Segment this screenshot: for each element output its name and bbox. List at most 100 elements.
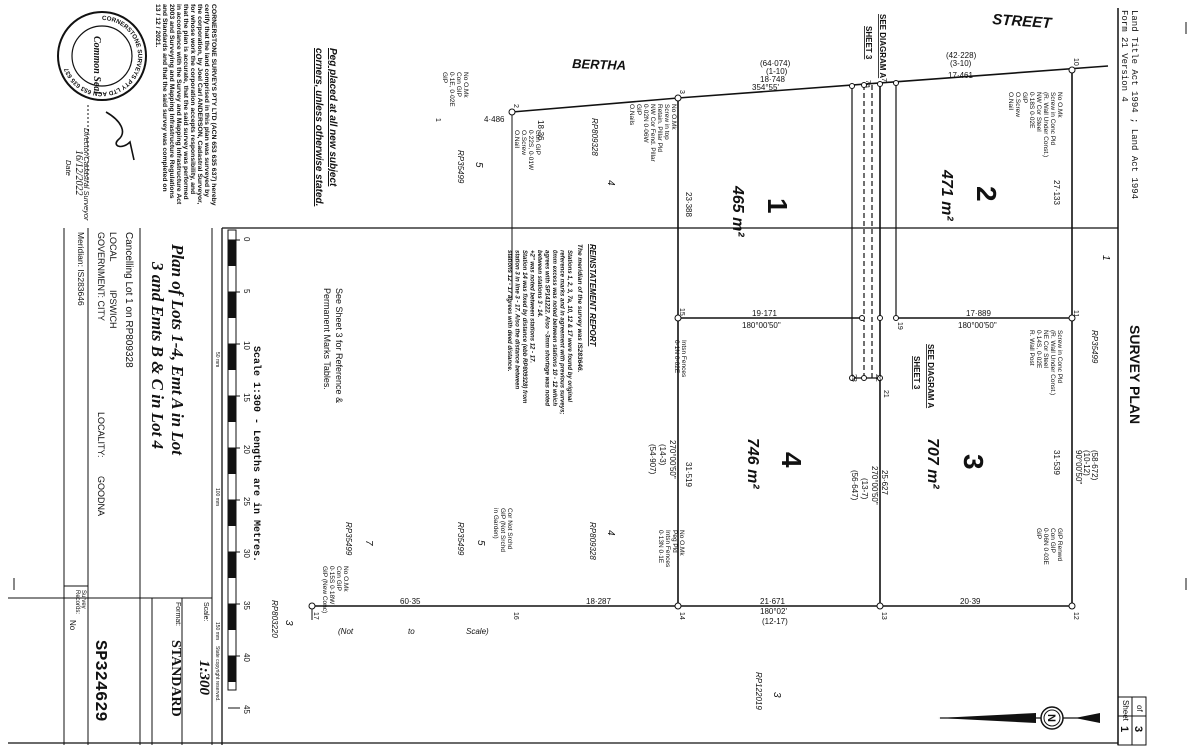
- dim-13-7: (13-7): [860, 478, 869, 500]
- mark-text-station-17: GIP (New Conc): [321, 566, 328, 613]
- plan-number: SP324629: [90, 640, 109, 722]
- bearing-top: 354°55': [752, 83, 779, 92]
- dim-6035: 60·35: [400, 597, 421, 606]
- lot-4-number: 4: [776, 452, 807, 468]
- title-block: Scale 1:300 - Lengths are in Metres. 0 5 1…: [8, 227, 1118, 745]
- scale-segment: [228, 240, 236, 266]
- ref-rp35499-low: RP35499: [344, 522, 353, 556]
- dim-12-17: (12-17): [762, 617, 788, 626]
- mark-text-station-2: 0·22S, 0·01W: [527, 130, 534, 171]
- ref-rp35499-top: RP35499: [1090, 330, 1099, 364]
- certificate-date: 16/12/2022: [73, 150, 84, 196]
- mark-text-station-16: Cor Not Srchd: [506, 508, 513, 550]
- scale-tick-label: 15: [242, 393, 251, 402]
- mark-text-station-10: GIP: [1021, 92, 1028, 103]
- report-line: Stations 1, 2, 3, 7a, 10, 12 & 17 were f…: [566, 250, 572, 402]
- border-ticks: [13, 22, 1187, 590]
- bearing-17889: 180°00'50": [958, 321, 997, 330]
- certificate-line: and Standards and that the said survey w…: [161, 4, 168, 192]
- mark-text-station-10: O.Nail: [1007, 92, 1014, 111]
- mm-150: 150 mm: [214, 622, 220, 640]
- plan-title-line-2: 3 and Emts B & C in Lot 4: [148, 261, 167, 449]
- see-sheet-note-2: Permanent Marks Tables.: [322, 288, 332, 390]
- sheet3-mid: SHEET 3: [912, 356, 921, 390]
- scale-tick-label: 20: [242, 445, 251, 454]
- ref-num1-top: 1: [1100, 255, 1111, 261]
- certificate-line: certify that the land comprised in this …: [203, 4, 210, 197]
- mark-text-station-12: GIP: [1035, 528, 1042, 539]
- peg-note-1: Peg placed at all new subject: [327, 48, 338, 187]
- station-label: 22: [874, 374, 881, 382]
- dim-58672: (58·672): [1090, 450, 1099, 481]
- certificate-line: for whose work the corporation accepts r…: [189, 4, 196, 194]
- mark-text-station-1: Con GIP: [455, 72, 462, 97]
- surveyor-role: Director/Cadastral Surveyor: [82, 128, 91, 221]
- station-label: 17: [312, 612, 319, 620]
- sheet-total: 3: [1132, 726, 1144, 732]
- mark-text-station-10: Screw in Conc Pld: [1049, 92, 1056, 145]
- mark-text-station-15: Intsn Fences: [680, 340, 687, 378]
- dim-19171: 19·171: [752, 309, 777, 318]
- act-line-1: Land Title Act 1994 ; Land Act 1994: [1129, 10, 1139, 199]
- dim-310: (3-10): [950, 59, 972, 68]
- meridian-label: Meridian: IS283646: [76, 232, 86, 306]
- dim-14-3: (14-3): [658, 444, 667, 466]
- mark-text-station-2: O.Screw: [520, 130, 527, 155]
- station-label: 16: [512, 612, 519, 620]
- station-label: 10: [1072, 58, 1079, 66]
- report-line: between stations 3 - 14.: [536, 250, 542, 318]
- not-label: (Not: [338, 627, 354, 636]
- street-name: STREET: [992, 11, 1054, 32]
- sheet-label: Sheet: [1121, 700, 1130, 722]
- ref-rp35499-mid: RP35499: [456, 522, 465, 556]
- scale-cell-value: 1:300: [196, 660, 212, 695]
- report-line: agrees with SP141222. Also ~3mm shortage…: [544, 250, 550, 406]
- ref-rp809328-mid: RP809328: [588, 522, 597, 560]
- scale-segment: [228, 344, 236, 370]
- north-letter: N: [1045, 714, 1057, 722]
- scale-segment: [228, 656, 236, 682]
- format-value: STANDARD: [168, 640, 183, 717]
- survey-plan-heading: SURVEY PLAN: [1127, 325, 1143, 424]
- peg-note-2: corners, unless otherwise stated.: [313, 48, 324, 206]
- lot-1-number: 1: [762, 198, 793, 214]
- scale-caption: Scale 1:300 - Lengths are in Metres.: [250, 346, 262, 562]
- dim-25627: 25·627: [880, 470, 889, 495]
- plan-title-line-1: Plan of Lots 1-4, Emt A in Lot: [168, 243, 187, 456]
- mark-text-station-3: Screw in top: [663, 104, 670, 140]
- scale-cell-label: Scale:: [202, 602, 209, 622]
- report-line: Station 14 was fixed by distance (ebb RP…: [521, 250, 527, 404]
- ref-rp35499-left: RP35499: [456, 150, 465, 184]
- report-line: station 3 in line 3 - 17. Also the dista…: [514, 250, 520, 389]
- survey-records-1: Survey: [80, 590, 86, 609]
- dim-1836: 18·36: [536, 120, 545, 141]
- ref-num3-low: 3: [283, 620, 294, 626]
- dim-110: (1-10): [766, 67, 788, 76]
- cancelling-note: Cancelling Lot 1 on RP809328: [123, 232, 134, 368]
- format-label: Format:: [174, 602, 181, 626]
- bertha-name: BERTHA: [572, 56, 626, 73]
- to-label: to: [408, 627, 415, 636]
- mark-text-station-1: 0·1E, 0·02E: [448, 72, 455, 107]
- ref-rp803220: RP803220: [270, 600, 279, 638]
- ref-rp122019: RP122019: [754, 672, 763, 710]
- sheet3-top: SHEET 3: [864, 26, 873, 60]
- dim-27133: 27·133: [1052, 180, 1061, 205]
- bertha-frontage-line: [511, 97, 679, 113]
- north-arrow: N: [938, 706, 1100, 730]
- mark-text-station-17: No O.Mk: [342, 566, 349, 592]
- scale-tick-label: 5: [242, 289, 251, 294]
- mark-text-station-11: Screw in Conc Pld: [1056, 330, 1063, 383]
- dim-10-12: (10-12): [1082, 450, 1091, 476]
- ref-num4-left: 4: [605, 180, 616, 186]
- scale-tick-label: 0: [242, 237, 251, 242]
- signature-mark: [105, 111, 135, 161]
- dim-54907: (54·907): [648, 444, 657, 475]
- see-diagram-a-top: SEE DIAGRAM A: [878, 14, 887, 78]
- survey-records-2: Records:: [74, 590, 80, 614]
- certificate-line: in accordance with the Survey and Mappin…: [175, 4, 182, 205]
- bearing-19171: 180°00'50": [742, 321, 781, 330]
- station-label: 13: [880, 612, 887, 620]
- scale-segment: [228, 604, 236, 630]
